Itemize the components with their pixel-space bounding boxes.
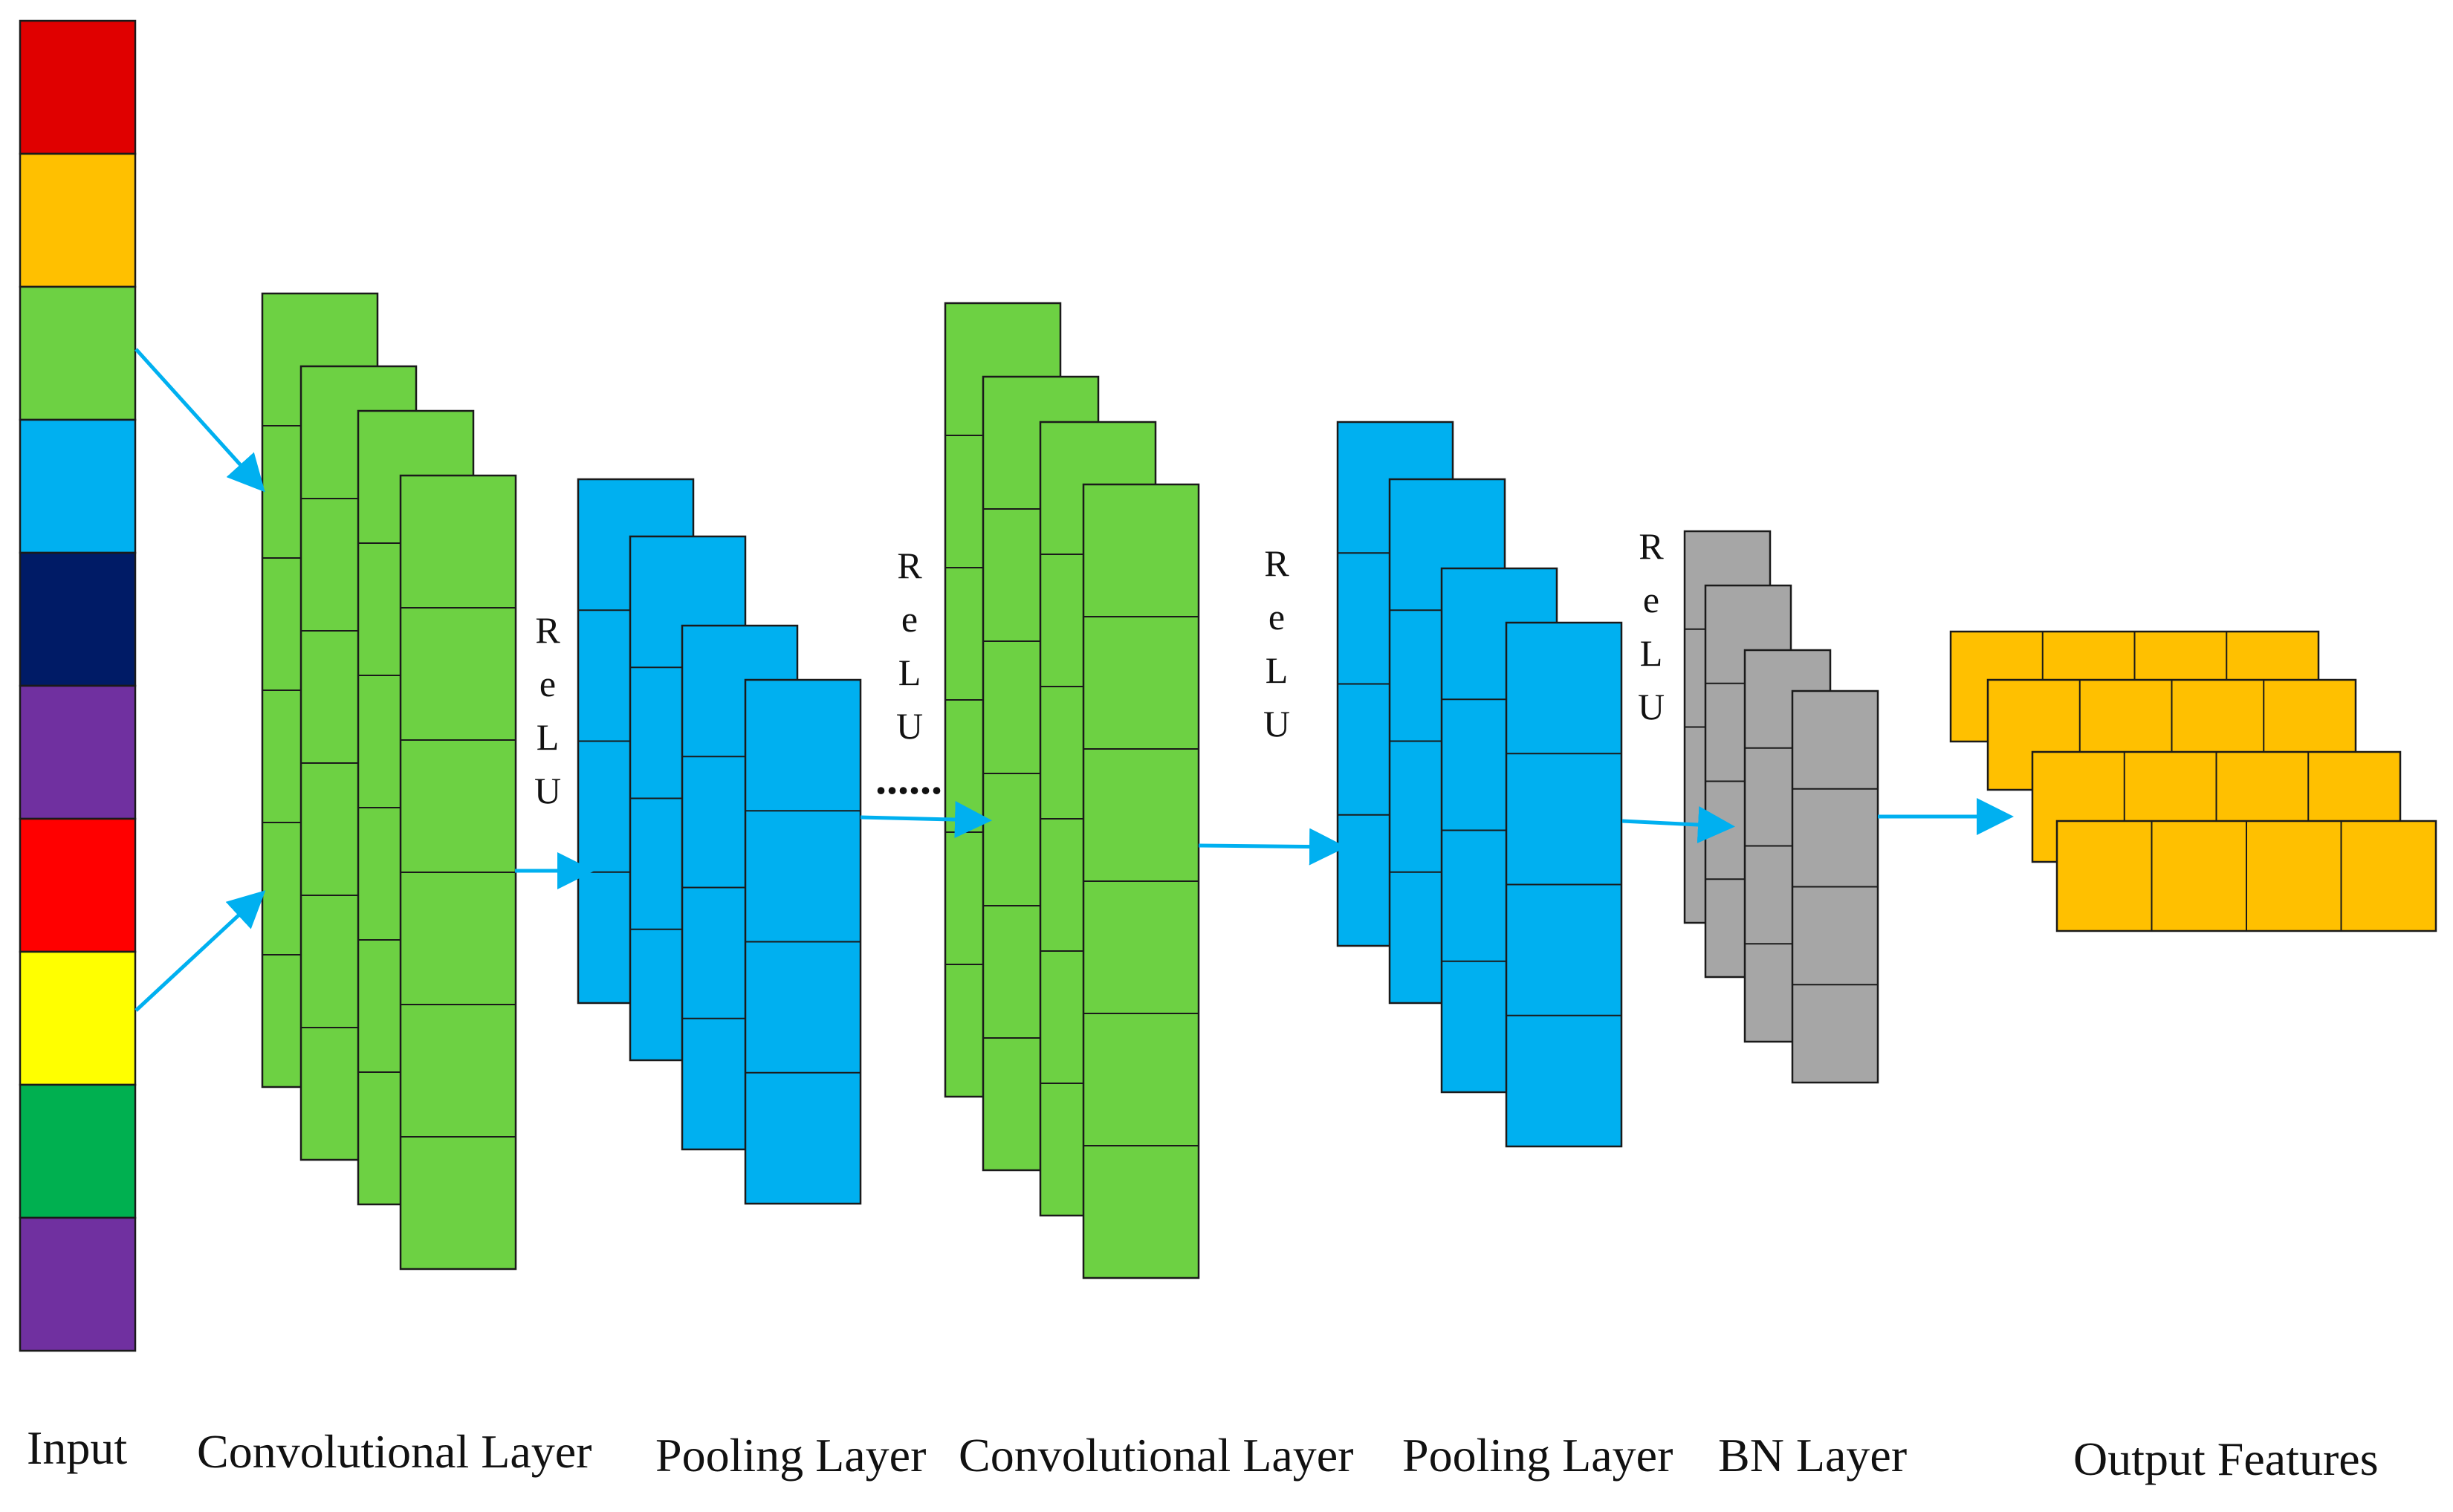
pooling-layer-2-block bbox=[1336, 421, 1623, 1148]
input-cell-6 bbox=[19, 684, 137, 820]
pooling-layer-1-block bbox=[577, 478, 862, 1205]
input-cell-4 bbox=[19, 418, 137, 554]
relu2-letter: U bbox=[896, 705, 923, 747]
relu1-letter: U bbox=[534, 770, 561, 811]
relu2-letter: L bbox=[898, 652, 921, 693]
output-features-block bbox=[1949, 630, 2437, 932]
input-cell-2 bbox=[19, 152, 137, 288]
input-cell-3 bbox=[19, 285, 137, 421]
arrow-pool2-to-bn bbox=[1621, 806, 1735, 844]
input-cell-10 bbox=[19, 1216, 137, 1352]
arrow-pool1-to-conv2 bbox=[860, 801, 992, 839]
relu1-letter: e bbox=[539, 663, 556, 704]
caption-pooling-layer-2: Pooling Layer bbox=[1402, 1429, 1673, 1482]
arrow-conv2-to-pool2 bbox=[1198, 828, 1347, 866]
arrow-input-to-conv1-lower bbox=[135, 890, 266, 1012]
relu2-letter: e bbox=[901, 598, 918, 640]
relu1-letter: R bbox=[535, 609, 560, 651]
conv-layer-2-block bbox=[944, 302, 1200, 1279]
input-cell-8 bbox=[19, 950, 137, 1086]
relu4-letter: R bbox=[1639, 525, 1664, 567]
caption-bn-layer: BN Layer bbox=[1718, 1429, 1907, 1482]
input-column bbox=[19, 19, 137, 1352]
input-cell-7 bbox=[19, 817, 137, 953]
relu3-letter: L bbox=[1266, 649, 1289, 691]
relu3-letter: e bbox=[1268, 596, 1285, 637]
input-cell-1 bbox=[19, 19, 137, 155]
bn-layer-block bbox=[1683, 530, 1879, 1084]
caption-conv-layer-1: Convolutional Layer bbox=[197, 1425, 592, 1478]
relu1-letter: L bbox=[537, 716, 560, 758]
caption-output-features: Output Features bbox=[2073, 1432, 2379, 1485]
relu3-letter: R bbox=[1264, 542, 1289, 584]
caption-input: Input bbox=[27, 1421, 127, 1474]
ellipsis-dots: ...... bbox=[875, 754, 942, 803]
input-cell-9 bbox=[19, 1083, 137, 1219]
arrows-group bbox=[135, 348, 2014, 1012]
relu4-letter: e bbox=[1643, 579, 1659, 620]
caption-pooling-layer-1: Pooling Layer bbox=[655, 1429, 926, 1482]
relu4-letter: L bbox=[1640, 632, 1663, 674]
input-cell-5 bbox=[19, 551, 137, 687]
conv-layer-1-block bbox=[261, 292, 517, 1271]
relu3-letter: U bbox=[1263, 703, 1290, 744]
relu4-letter: U bbox=[1638, 686, 1665, 727]
caption-conv-layer-2: Convolutional Layer bbox=[959, 1429, 1353, 1482]
relu2-letter: R bbox=[897, 545, 922, 586]
arrow-input-to-conv1-upper bbox=[135, 348, 265, 493]
